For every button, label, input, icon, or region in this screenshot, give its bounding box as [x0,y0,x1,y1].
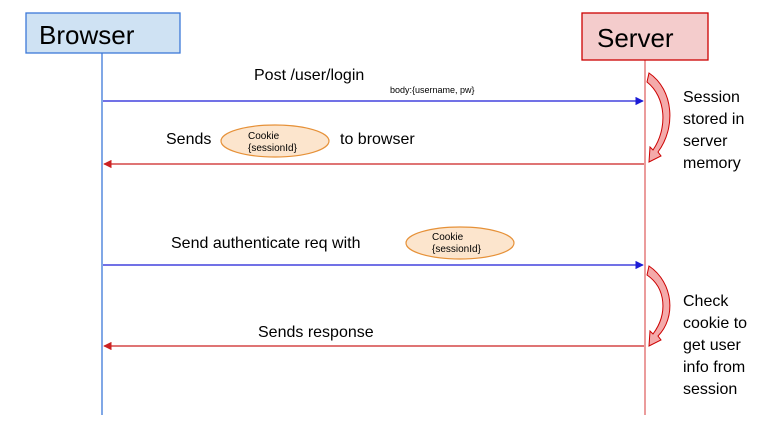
auth-cookie-line-2: {sessionId} [432,244,482,255]
server-participant: Server [581,12,709,61]
message-login: Post /user/login body:{username, pw} [103,67,644,106]
auth-cookie-badge: Cookie {sessionId} [405,226,515,260]
cookie-ellipse [220,124,330,158]
auth-cookie-line-1: Cookie [432,232,464,243]
note-check-line-4: info from [683,359,745,376]
curve-arrow-icon [646,72,671,163]
cookie-line-1: Cookie [248,131,280,142]
note-check-cookie: Check cookie to get user info from sessi… [683,293,747,398]
note-check-line-2: cookie to [683,315,747,332]
note-session-line-3: server [683,133,728,150]
note-check-line-5: session [683,381,737,398]
note-session-line-1: Session [683,89,740,106]
cookie-response-label-after: to browser [340,131,415,148]
check-curve-arrow [646,265,671,347]
auth-request-label: Send authenticate req with [171,235,360,252]
note-check-line-1: Check [683,293,729,310]
auth-cookie-ellipse [405,226,515,260]
session-curve-arrow [646,72,671,163]
check-curve-arrow-icon [646,265,671,347]
note-session-line-2: stored in [683,111,744,128]
browser-label: Browser [39,20,135,50]
message-auth-request: Send authenticate req with Cookie {sessi… [103,226,644,270]
browser-participant: Browser [25,12,181,54]
server-label: Server [597,23,674,53]
browser-box [25,12,181,54]
cookie-line-2: {sessionId} [248,143,298,154]
cookie-response-label-before: Sends [166,131,211,148]
message-final-response: Sends response [103,324,644,351]
login-label: Post /user/login [254,67,364,84]
server-box [581,12,709,61]
login-body: body:{username, pw} [390,85,475,95]
note-session-line-4: memory [683,155,741,172]
final-response-label: Sends response [258,324,374,341]
cookie-badge: Cookie {sessionId} [220,124,330,158]
note-session-stored: Session stored in server memory [683,89,744,172]
note-check-line-3: get user [683,337,741,354]
message-cookie-response: Sends Cookie {sessionId} to browser [103,124,644,169]
